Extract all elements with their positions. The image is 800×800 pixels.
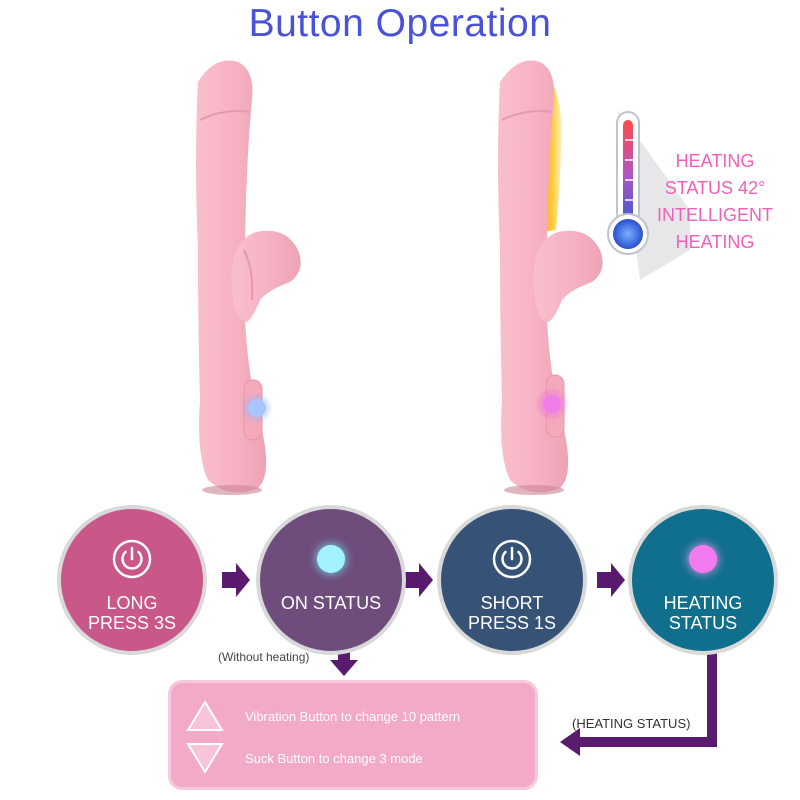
function-text: Vibration Button to change 10 pattern [245,708,461,724]
function-panel: Vibration Button to change 10 pattern Su… [168,680,538,790]
product-left [196,60,301,495]
without-heating-note: (Without heating) [218,650,310,664]
heating-note-line: HEATING [675,151,755,171]
function-row-suck: Suck Button to change 3 mode [185,741,423,775]
blue-light-dot [317,545,345,573]
thermometer-icon [607,110,690,280]
step-label-line: STATUS [668,613,738,633]
function-text: Suck Button to change 3 mode [245,750,423,766]
step-label: ON STATUS [281,593,381,613]
arrow-step3-to-4 [597,563,625,597]
pink-light-dot [689,545,717,573]
step-label-line: PRESS 3S [87,613,177,633]
heating-status-note: (HEATING STATUS) [572,716,691,731]
step-on-status: ON STATUS [256,505,406,655]
heating-note-line: STATUS 42° [664,178,766,198]
power-icon [112,539,152,579]
step-label-line: PRESS 1S [467,613,557,633]
heating-note-line: HEATING [675,232,755,252]
heating-note-line: INTELLIGENT [656,205,774,225]
function-row-vibration: Vibration Button to change 10 pattern [185,699,460,733]
power-icon [492,539,532,579]
step-label-line: ON STATUS [280,593,382,613]
arrow-step2-to-3 [405,563,433,597]
step-label-line: SHORT [480,593,544,613]
step-label-line: LONG [106,593,158,613]
triangle-up-icon [186,700,224,731]
arrow-down-without-heating [330,650,358,676]
heating-return-arrow [560,650,717,756]
step-label-line: HEATING [663,593,743,613]
triangle-down-icon [186,743,224,774]
flow-arrows [222,563,625,676]
product-right [498,60,603,495]
page-title: Button Operation [248,2,552,45]
arrow-step1-to-2 [222,563,250,597]
heating-note: HEATING STATUS 42° INTELLIGENT HEATING [640,148,790,256]
